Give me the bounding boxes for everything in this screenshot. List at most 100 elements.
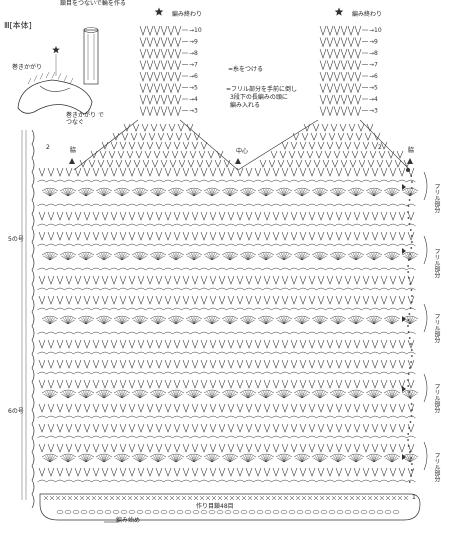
- body-v-stitch: [92, 295, 100, 305]
- frill-shell: [367, 253, 381, 261]
- body-v-stitch: [371, 211, 379, 221]
- body-chain-arc: [406, 331, 416, 335]
- body-v-stitch: [101, 211, 109, 221]
- body-chain-arc: [145, 307, 155, 311]
- body-chain-arc: [91, 223, 101, 227]
- body-v-stitch: [317, 359, 325, 369]
- body-chain-arc: [37, 179, 47, 183]
- body-v-stitch: [65, 379, 73, 389]
- foundation-chain: [320, 510, 328, 514]
- body-v-stitch: [218, 359, 226, 369]
- body-chain-arc: [289, 203, 299, 207]
- frill-shell: [61, 391, 75, 399]
- body-chain-arc: [154, 479, 164, 483]
- yoke-left-stitch: [142, 159, 150, 168]
- body-v-stitch: [254, 443, 262, 453]
- body-v-stitch: [56, 379, 64, 389]
- strap-right-row-number: →5: [369, 85, 378, 92]
- center-marker-icon: [235, 158, 241, 164]
- frill-label-4: フリル部分: [433, 383, 440, 413]
- strap-right-stitch: [354, 25, 362, 36]
- foundation-chain: [368, 510, 376, 514]
- body-chain-arc: [271, 179, 281, 183]
- body-chain-arc: [379, 479, 389, 483]
- right-edge-chain-dot: [408, 481, 411, 483]
- yoke-left-stitch: [137, 141, 145, 150]
- body-chain-arc: [289, 267, 299, 271]
- body-chain-arc: [37, 479, 47, 483]
- frill-shell: [205, 317, 219, 325]
- body-v-stitch: [164, 423, 172, 433]
- strap-left-stitch: [174, 71, 182, 82]
- body-chain-arc: [109, 415, 119, 419]
- frill-shell-arc: [329, 315, 347, 320]
- body-chain-arc: [316, 371, 326, 375]
- body-v-stitch: [281, 275, 289, 285]
- yoke-right-stitch: [301, 132, 309, 141]
- yoke-left-stitch: [101, 141, 109, 150]
- body-chain-arc: [253, 179, 263, 183]
- yoke-left-edges: [73, 119, 239, 171]
- body-chain-arc: [118, 371, 128, 375]
- body-v-stitch: [182, 403, 190, 413]
- body-chain-arc: [361, 351, 371, 355]
- inset-neck-line: [39, 85, 71, 92]
- body-v-stitch: [263, 339, 271, 349]
- strap-left-stitch: [167, 37, 175, 48]
- frill-marker-2: [402, 248, 406, 254]
- body-chain-arc: [145, 243, 155, 247]
- body-v-stitch: [146, 275, 154, 285]
- body-chain-arc: [307, 179, 317, 183]
- body-v-stitch: [218, 275, 226, 285]
- frill-shell: [385, 189, 399, 197]
- body-v-stitch: [119, 423, 127, 433]
- body-v-stitch: [245, 211, 253, 221]
- body-chain-arc: [244, 179, 254, 183]
- body-chain-arc: [397, 243, 407, 247]
- yoke-right-stitch: [364, 132, 372, 141]
- yoke-left-stitch: [214, 159, 222, 168]
- frill-shell-arc: [257, 315, 275, 320]
- body-chain-arc: [73, 371, 83, 375]
- body-v-stitch: [407, 359, 415, 369]
- body-chain-arc: [370, 203, 380, 207]
- body-chain-arc: [55, 179, 65, 183]
- body-chain-arc: [73, 351, 83, 355]
- body-v-stitch: [110, 379, 118, 389]
- body-chain-arc: [271, 415, 281, 419]
- body-v-stitch: [371, 403, 379, 413]
- body-v-stitch: [101, 403, 109, 413]
- strap-left-stitch: [167, 106, 175, 117]
- body-chain-arc: [217, 179, 227, 183]
- foundation-x-stitch: [379, 495, 385, 501]
- yoke-left-stitch: [112, 132, 120, 141]
- right-edge-chain-dot: [407, 445, 410, 447]
- body-chain-arc: [271, 287, 281, 291]
- body-v-stitch: [191, 211, 199, 221]
- right-edge-chain-dot: [409, 367, 411, 369]
- body-v-stitch: [128, 275, 136, 285]
- frill-shell: [223, 189, 237, 197]
- frill-shell-arc: [293, 187, 311, 192]
- body-chain-arc: [109, 287, 119, 291]
- body-v-stitch: [191, 275, 199, 285]
- frill-shell-arc: [167, 187, 185, 192]
- body-chain-arc: [217, 351, 227, 355]
- body-v-stitch: [227, 231, 235, 241]
- body-chain-arc: [136, 307, 146, 311]
- body-v-stitch: [326, 295, 334, 305]
- body-chain-arc: [199, 243, 209, 247]
- body-chain-arc: [55, 351, 65, 355]
- body-chain-arc: [352, 243, 362, 247]
- body-chain-arc: [307, 223, 317, 227]
- body-chain-arc: [253, 243, 263, 247]
- body-v-stitch: [353, 443, 361, 453]
- body-chain-arc: [289, 351, 299, 355]
- frill-shell-arc: [77, 187, 95, 192]
- body-v-stitch: [326, 403, 334, 413]
- foundation-x-stitch: [217, 495, 223, 501]
- body-v-stitch: [92, 275, 100, 285]
- frill-shell-arc: [347, 251, 365, 256]
- body-chain-arc: [334, 415, 344, 419]
